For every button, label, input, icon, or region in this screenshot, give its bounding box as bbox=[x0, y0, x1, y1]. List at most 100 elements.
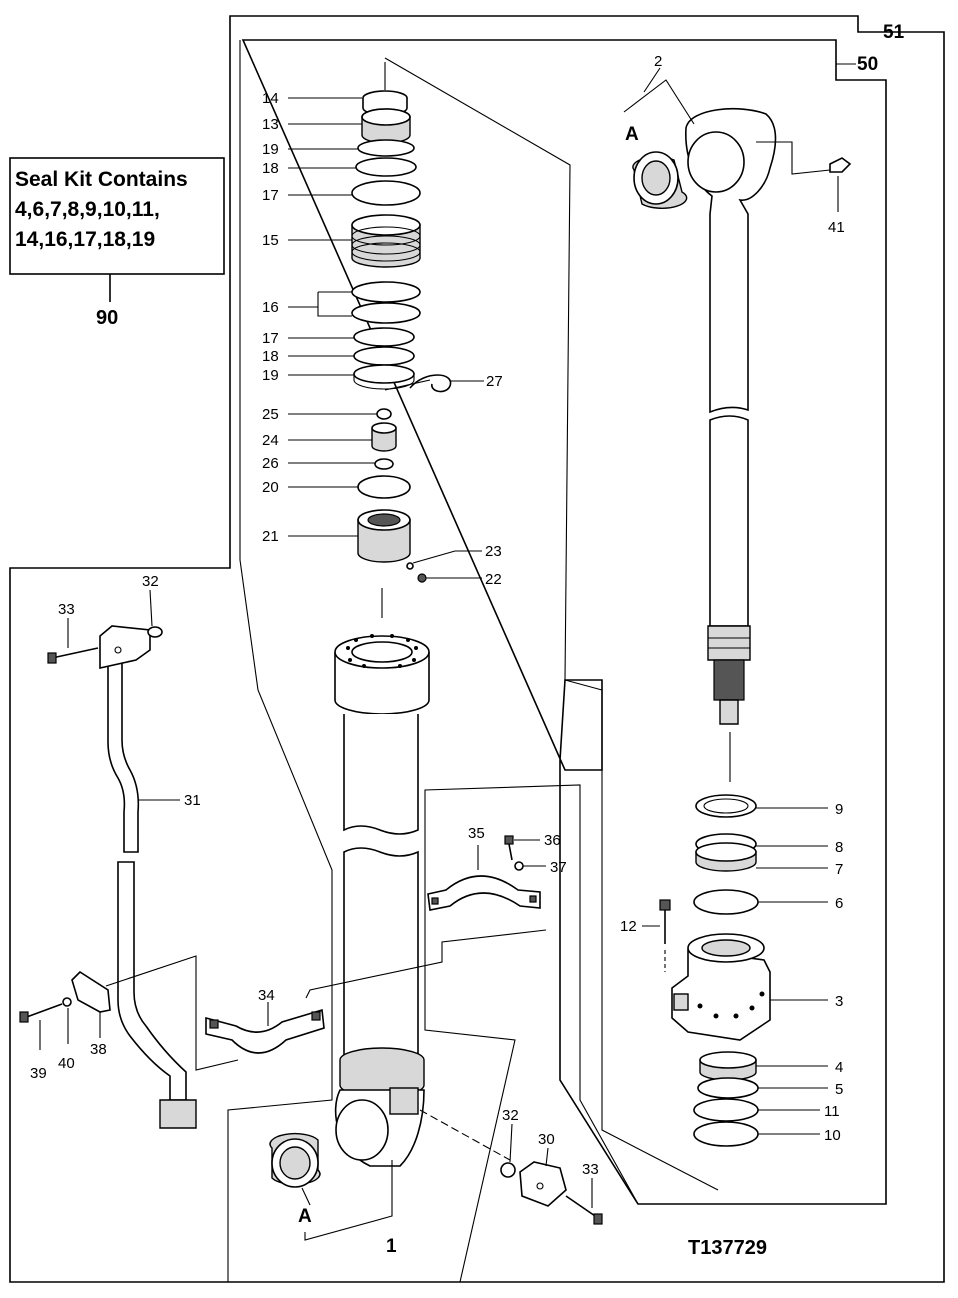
label-3: 3 bbox=[835, 993, 843, 1010]
label-17-bottom: 17 bbox=[262, 330, 279, 347]
part-26-ring bbox=[374, 458, 394, 470]
part-21-nut bbox=[357, 509, 411, 563]
piston-leaders bbox=[288, 97, 484, 579]
label-38: 38 bbox=[90, 1041, 107, 1058]
part-23-ball bbox=[406, 562, 414, 570]
part-41-grease-fitting bbox=[829, 157, 852, 173]
clamp-group-link-right bbox=[305, 929, 547, 999]
leader-41-link bbox=[756, 141, 831, 175]
leader-A-left bbox=[301, 1187, 311, 1206]
label-33-upper: 33 bbox=[58, 601, 75, 618]
label-25: 25 bbox=[262, 406, 279, 423]
label-9: 9 bbox=[835, 801, 843, 818]
part-11-ring bbox=[693, 1098, 759, 1122]
label-12: 12 bbox=[620, 918, 637, 935]
part-9-ring bbox=[695, 794, 757, 818]
part-32-oring-upper bbox=[147, 626, 163, 638]
label-41: 41 bbox=[828, 219, 845, 236]
group-51-outline bbox=[9, 15, 945, 1283]
label-7: 7 bbox=[835, 861, 843, 878]
seal-kit-box bbox=[9, 157, 225, 275]
label-50: 50 bbox=[857, 54, 878, 75]
label-8: 8 bbox=[835, 839, 843, 856]
part-25-ball bbox=[376, 408, 392, 420]
part-22-screw bbox=[417, 573, 427, 583]
part-33-bolt-upper bbox=[47, 647, 99, 664]
part-13-wear-ring bbox=[361, 108, 411, 144]
part-19-ring-top bbox=[357, 139, 415, 157]
label-34: 34 bbox=[258, 987, 275, 1004]
leader-32-upper bbox=[149, 589, 153, 627]
part-17-ring-top bbox=[351, 180, 421, 206]
label-10: 10 bbox=[824, 1127, 841, 1144]
part-19-ring-bottom bbox=[353, 364, 415, 390]
label-14: 14 bbox=[262, 90, 279, 107]
part-A-bushing-right bbox=[632, 151, 688, 209]
seal-kit-line1: 4,6,7,8,9,10,11, bbox=[15, 198, 160, 221]
group-50-outline bbox=[241, 39, 887, 1205]
part-18-ring-top bbox=[355, 157, 417, 177]
label-35: 35 bbox=[468, 825, 485, 842]
part-31-tube bbox=[107, 659, 197, 1129]
label-13: 13 bbox=[262, 116, 279, 133]
part-38-clamp bbox=[71, 970, 111, 1013]
part-35-clamp-upper bbox=[427, 875, 541, 911]
flange-axis bbox=[419, 1109, 511, 1161]
label-19-top: 19 bbox=[262, 141, 279, 158]
label-33-lower: 33 bbox=[582, 1161, 599, 1178]
part-18-ring-bottom bbox=[353, 346, 415, 366]
leader-1 bbox=[304, 1160, 393, 1241]
label-18-bottom: 18 bbox=[262, 348, 279, 365]
part-20-washer bbox=[357, 475, 411, 499]
part-4-ring bbox=[699, 1051, 757, 1081]
part-32-oring-lower bbox=[500, 1162, 516, 1178]
label-A-left: A bbox=[298, 1206, 312, 1227]
label-31: 31 bbox=[184, 792, 201, 809]
group-50-inner-outline bbox=[227, 40, 639, 1283]
label-40: 40 bbox=[58, 1055, 75, 1072]
label-39: 39 bbox=[30, 1065, 47, 1082]
leader-27-link bbox=[384, 379, 431, 391]
leader-2 bbox=[623, 79, 695, 125]
part-16-ring-b bbox=[351, 302, 421, 324]
label-24: 24 bbox=[262, 432, 279, 449]
part-40-washer bbox=[62, 997, 72, 1007]
label-26: 26 bbox=[262, 455, 279, 472]
part-17-ring-bottom bbox=[353, 327, 415, 347]
label-27: 27 bbox=[486, 373, 503, 390]
label-32-lower: 32 bbox=[502, 1107, 519, 1124]
leader-30 bbox=[545, 1147, 549, 1167]
clamp-group-link-left bbox=[105, 955, 239, 1071]
label-16: 16 bbox=[262, 299, 279, 316]
part-30-flange-lower bbox=[519, 1161, 567, 1207]
part-A-bushing-left bbox=[269, 1132, 321, 1188]
seal-kit-line2: 14,16,17,18,19 bbox=[15, 228, 155, 251]
part-39-bolt bbox=[19, 1003, 63, 1023]
part-16-ring-a bbox=[351, 281, 421, 303]
rod-leaders bbox=[756, 807, 828, 1135]
label-22: 22 bbox=[485, 571, 502, 588]
part-10-ring bbox=[693, 1121, 759, 1147]
label-11: 11 bbox=[824, 1103, 840, 1120]
figure-id: T137729 bbox=[688, 1237, 767, 1259]
label-1: 1 bbox=[386, 1236, 397, 1257]
seal-kit-title: Seal Kit Contains bbox=[15, 168, 188, 191]
rod-group-outline bbox=[384, 57, 719, 1191]
label-17-top: 17 bbox=[262, 187, 279, 204]
label-37: 37 bbox=[550, 859, 567, 876]
label-2: 2 bbox=[654, 53, 662, 70]
label-4: 4 bbox=[835, 1059, 843, 1076]
label-5: 5 bbox=[835, 1081, 843, 1098]
part-34-clamp-lower bbox=[205, 1008, 325, 1054]
label-32-upper: 32 bbox=[142, 573, 159, 590]
label-A-right: A bbox=[625, 124, 639, 145]
leader-32-lower bbox=[509, 1123, 513, 1163]
label-90: 90 bbox=[96, 307, 118, 329]
part-2-piston-rod bbox=[685, 108, 777, 725]
part-15-piston bbox=[351, 214, 421, 268]
label-30: 30 bbox=[538, 1131, 555, 1148]
label-51: 51 bbox=[883, 22, 905, 43]
part-30-flange-upper bbox=[99, 625, 151, 669]
part-36-bolt bbox=[504, 835, 514, 861]
